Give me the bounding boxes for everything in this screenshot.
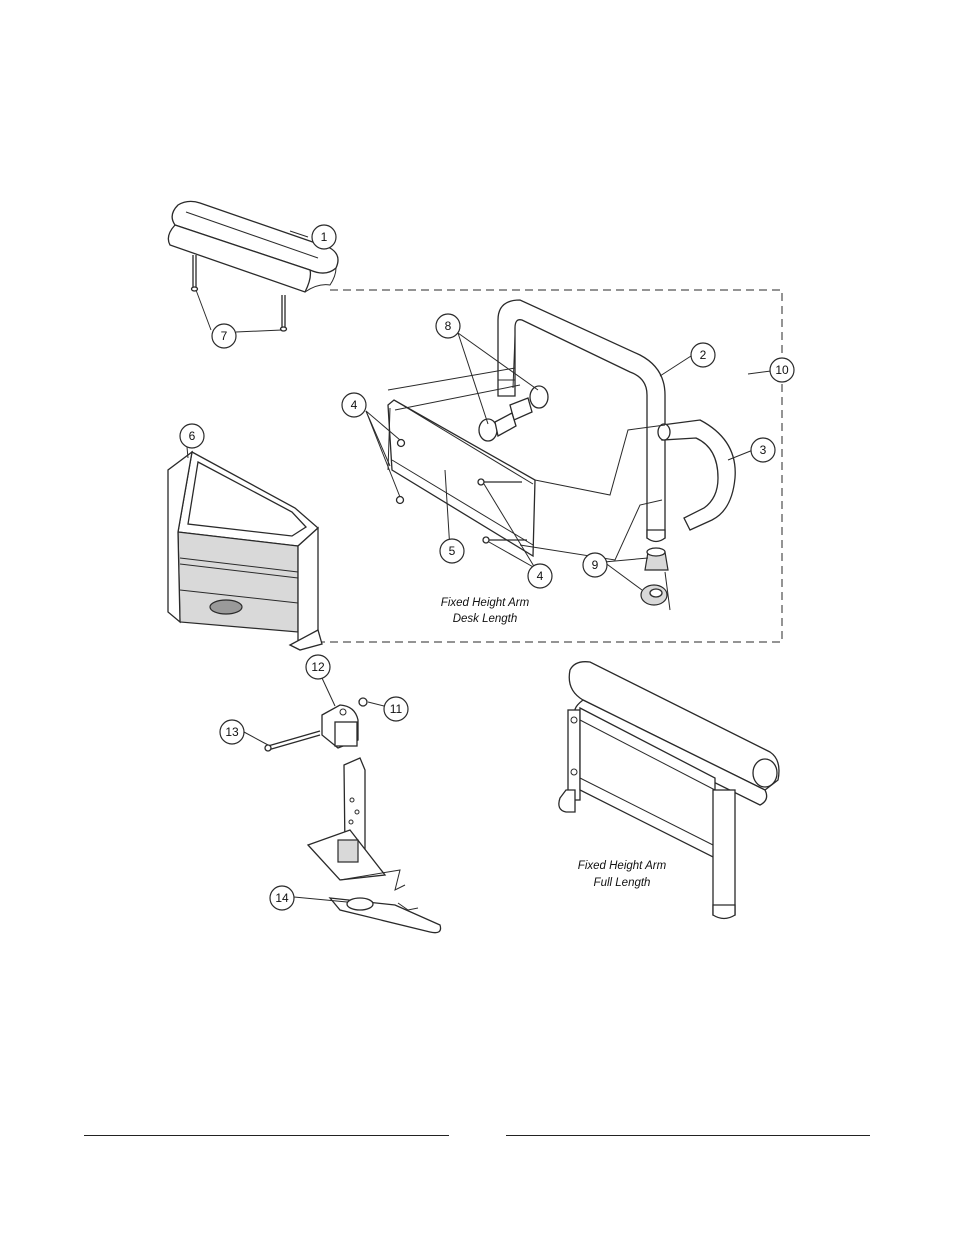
part-tube-caps [640,547,669,606]
svg-text:11: 11 [390,702,403,716]
part-panel [387,399,536,558]
part-side-panel [167,450,323,651]
part-armrest-pad [167,200,339,293]
callout-10: 10 [769,357,795,383]
callout-1: 1 [311,224,337,250]
callout-12: 12 [305,654,331,680]
callout-2: 2 [690,342,716,368]
part-panel-screws [395,438,527,544]
footer-rule-left [84,1135,449,1136]
svg-text:14: 14 [275,891,289,905]
assembly-lines [387,367,671,611]
part-front-tube [657,419,736,531]
svg-text:3: 3 [760,443,767,457]
svg-text:10: 10 [775,363,789,377]
svg-text:7: 7 [221,329,228,343]
footer-rule-right [506,1135,870,1136]
svg-text:9: 9 [592,558,599,572]
caption-desk-line2: Desk Length [453,613,518,625]
caption-full-line1: Fixed Height Arm [578,860,667,872]
assembly-boundary [318,289,783,643]
callout-7: 7 [211,323,237,349]
part-bracket-assembly [264,697,442,934]
callout-6: 6 [179,423,205,449]
callout-3: 3 [750,437,776,463]
callout-8: 8 [435,313,461,339]
caption-full-line2: Full Length [594,877,651,889]
callout-13: 13 [219,719,245,745]
svg-text:1: 1 [321,230,328,244]
svg-text:4: 4 [537,569,544,583]
callout-4b: 4 [527,563,553,589]
svg-text:5: 5 [449,544,456,558]
svg-text:4: 4 [351,398,358,412]
svg-text:6: 6 [189,429,196,443]
callout-14: 14 [269,885,295,911]
caption-desk-line1: Fixed Height Arm [441,597,530,609]
callout-9: 9 [582,552,608,578]
part-full-length-arm [558,661,780,920]
part-knobs [478,334,549,442]
callout-4a: 4 [341,392,367,418]
part-arm-frame [497,299,666,543]
svg-text:8: 8 [445,319,452,333]
svg-text:13: 13 [225,725,239,739]
svg-text:2: 2 [700,348,707,362]
svg-text:12: 12 [311,660,325,674]
callout-11: 11 [383,696,409,722]
leader-lines [185,230,772,903]
callout-5: 5 [439,538,465,564]
